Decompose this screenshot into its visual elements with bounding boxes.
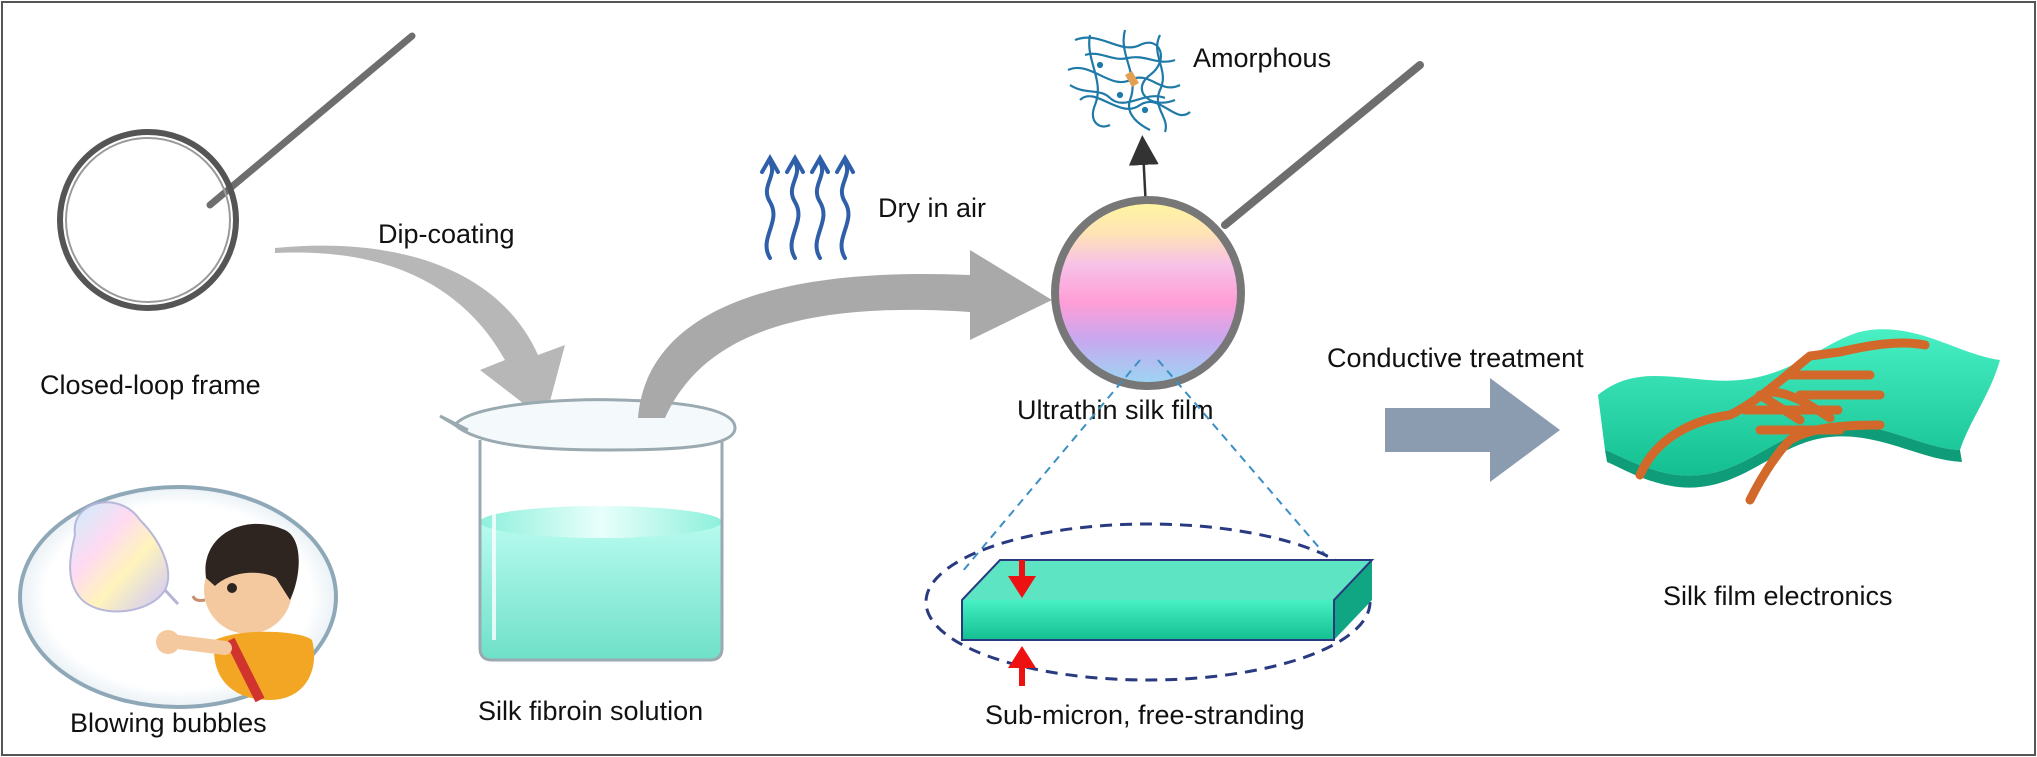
- amorphous-network-icon: [1067, 29, 1191, 133]
- bubble-boy-icon: [18, 485, 338, 709]
- zoom-guide-lines: [961, 359, 1341, 573]
- label-sub-micron: Sub-micron, free-stranding: [985, 700, 1305, 730]
- flexible-electronics-icon: [1598, 329, 2000, 505]
- air-waves-icon: [760, 153, 855, 260]
- beaker-icon: [439, 398, 737, 662]
- label-closed-loop-frame: Closed-loop frame: [40, 370, 261, 400]
- label-dry-in-air: Dry in air: [878, 193, 986, 223]
- label-silk-film-electronics: Silk film electronics: [1663, 581, 1893, 611]
- label-blowing-bubbles: Blowing bubbles: [70, 708, 267, 738]
- label-conductive-treatment: Conductive treatment: [1327, 343, 1584, 373]
- label-ultrathin-silk-film: Ultrathin silk film: [1017, 395, 1214, 425]
- closed-loop-frame-icon: [57, 32, 416, 311]
- lift-arrow: [638, 250, 1052, 418]
- thickness-arrow-icon: [1008, 560, 1036, 686]
- dip-coating-arrow: [275, 245, 565, 420]
- iridescent-film-icon: [1051, 61, 1424, 390]
- film-slab-icon: [924, 522, 1375, 682]
- label-amorphous: Amorphous: [1193, 43, 1331, 73]
- label-dip-coating: Dip-coating: [378, 219, 515, 249]
- label-silk-fibroin-solution: Silk fibroin solution: [478, 696, 703, 726]
- conductive-treatment-arrow: [1385, 378, 1560, 482]
